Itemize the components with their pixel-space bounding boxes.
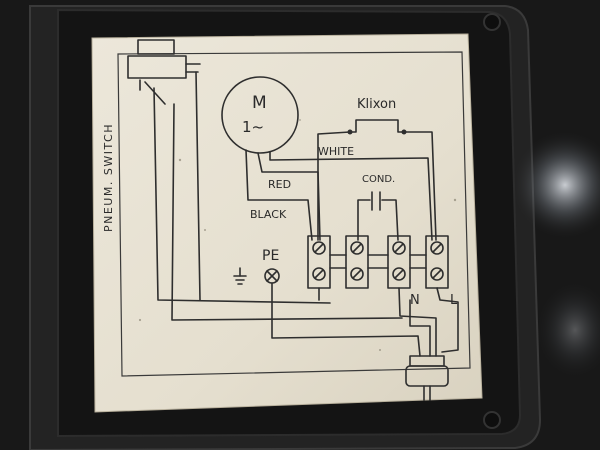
screw-icon (483, 13, 501, 31)
wire-pe (271, 282, 421, 357)
pneumatic-switch (127, 39, 201, 105)
wire-switch-right (195, 71, 201, 301)
wire-capacitor-right (381, 199, 399, 241)
wire-black-label: BLACK (250, 208, 287, 221)
wire-switch-inner (171, 103, 403, 321)
switch-label: PNEUM. SWITCH (102, 123, 115, 232)
capacitor-label: COND. (362, 174, 395, 185)
klixon-switch (349, 119, 405, 133)
paper-edge (91, 33, 483, 413)
klixon-label: Klixon (357, 97, 396, 112)
light-glare (510, 130, 600, 240)
motor: M 1~ (221, 76, 299, 154)
wire-klixon-right (403, 131, 437, 241)
neutral-label: N (410, 293, 420, 308)
wire-neutral (398, 287, 437, 357)
switch-contact (144, 81, 166, 105)
light-glare (535, 280, 600, 380)
motor-icon (221, 76, 299, 154)
line-label: L (450, 293, 458, 308)
terminal-screw-icon (312, 241, 444, 281)
motor-label-bottom: 1~ (242, 118, 264, 136)
ground-label: PE (262, 248, 279, 264)
wire-red-label: RED (268, 178, 291, 191)
wire-white-label: WHITE (318, 145, 354, 158)
paper-specks (138, 119, 457, 351)
switch-button (137, 39, 175, 55)
screw-icon (483, 411, 501, 429)
klixon-contact-icon (347, 129, 353, 135)
terminal-2 (345, 235, 369, 289)
wire-red (257, 152, 321, 241)
wire-black (245, 149, 313, 241)
wire-line (436, 287, 459, 353)
ground-icon (233, 267, 247, 285)
motor-label-top: M (252, 93, 267, 113)
wire-klixon-left (317, 131, 351, 241)
wire-capacitor-left (357, 199, 371, 241)
wire-white (269, 151, 433, 241)
diagram-border (117, 51, 471, 377)
switch-body (127, 55, 187, 79)
supply-cord-plug-icon (405, 355, 449, 401)
